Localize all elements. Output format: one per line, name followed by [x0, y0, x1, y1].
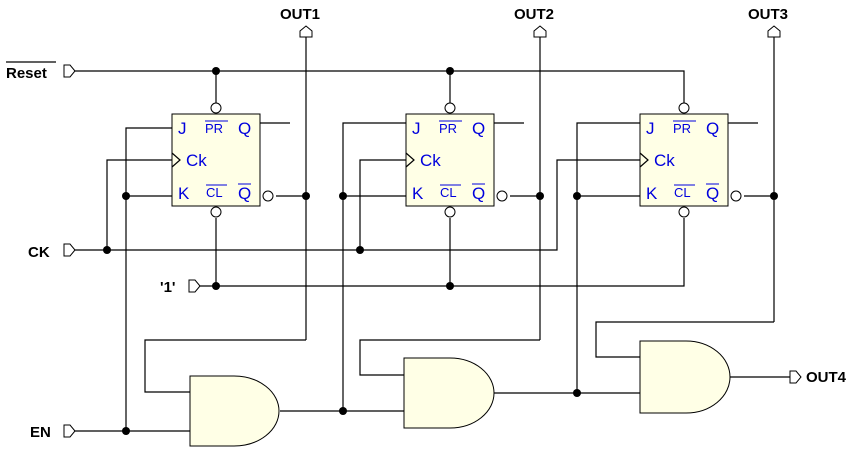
one-label: '1': [160, 279, 175, 296]
one-wire: [200, 218, 685, 287]
junction-dots: [103, 67, 778, 435]
svg-text:Q: Q: [706, 119, 719, 138]
and-gate-2: [403, 357, 495, 429]
svg-text:K: K: [646, 184, 658, 203]
out4-port: [789, 370, 802, 384]
reset-wire: [75, 70, 685, 104]
svg-text:Q: Q: [472, 119, 485, 138]
ck-port: [63, 243, 76, 257]
svg-text:Q: Q: [706, 184, 719, 203]
out1-label: OUT1: [280, 6, 320, 23]
svg-text:Ck: Ck: [186, 151, 207, 170]
svg-text:J: J: [412, 119, 421, 138]
svg-text:Q: Q: [472, 184, 485, 203]
ck-wire: [75, 159, 649, 251]
svg-text:PR: PR: [673, 121, 691, 136]
out2-port: [533, 25, 547, 38]
svg-text:Q: Q: [238, 184, 251, 203]
out4-label: OUT4: [806, 369, 847, 386]
svg-text:K: K: [412, 184, 424, 203]
en-port: [63, 424, 76, 438]
svg-text:CL: CL: [440, 185, 457, 200]
svg-text:CL: CL: [206, 185, 223, 200]
reset-label: Reset: [6, 65, 47, 82]
out2-label: OUT2: [514, 6, 554, 23]
ck-label: CK: [28, 244, 50, 261]
en-label: EN: [30, 424, 51, 441]
jk-flip-flop-1: J PR Q Ck K CL Q: [171, 102, 274, 218]
and-gate-3: [639, 340, 731, 414]
out1-port: [299, 25, 313, 38]
svg-text:Q: Q: [238, 119, 251, 138]
svg-text:J: J: [178, 119, 187, 138]
and-gate-1: [189, 375, 280, 447]
out3-label: OUT3: [748, 6, 788, 23]
svg-text:Ck: Ck: [420, 151, 441, 170]
jk-flip-flop-2: J PR Q Ck K CL Q: [405, 102, 508, 218]
svg-text:PR: PR: [205, 121, 223, 136]
out3-port: [767, 25, 781, 38]
svg-text:K: K: [178, 184, 190, 203]
svg-text:Ck: Ck: [654, 151, 675, 170]
one-port: [188, 279, 201, 293]
reset-port: [63, 64, 76, 78]
svg-text:CL: CL: [674, 185, 691, 200]
svg-text:J: J: [646, 119, 655, 138]
svg-text:PR: PR: [439, 121, 457, 136]
jk-flip-flop-3: J PR Q Ck K CL Q: [639, 102, 742, 218]
